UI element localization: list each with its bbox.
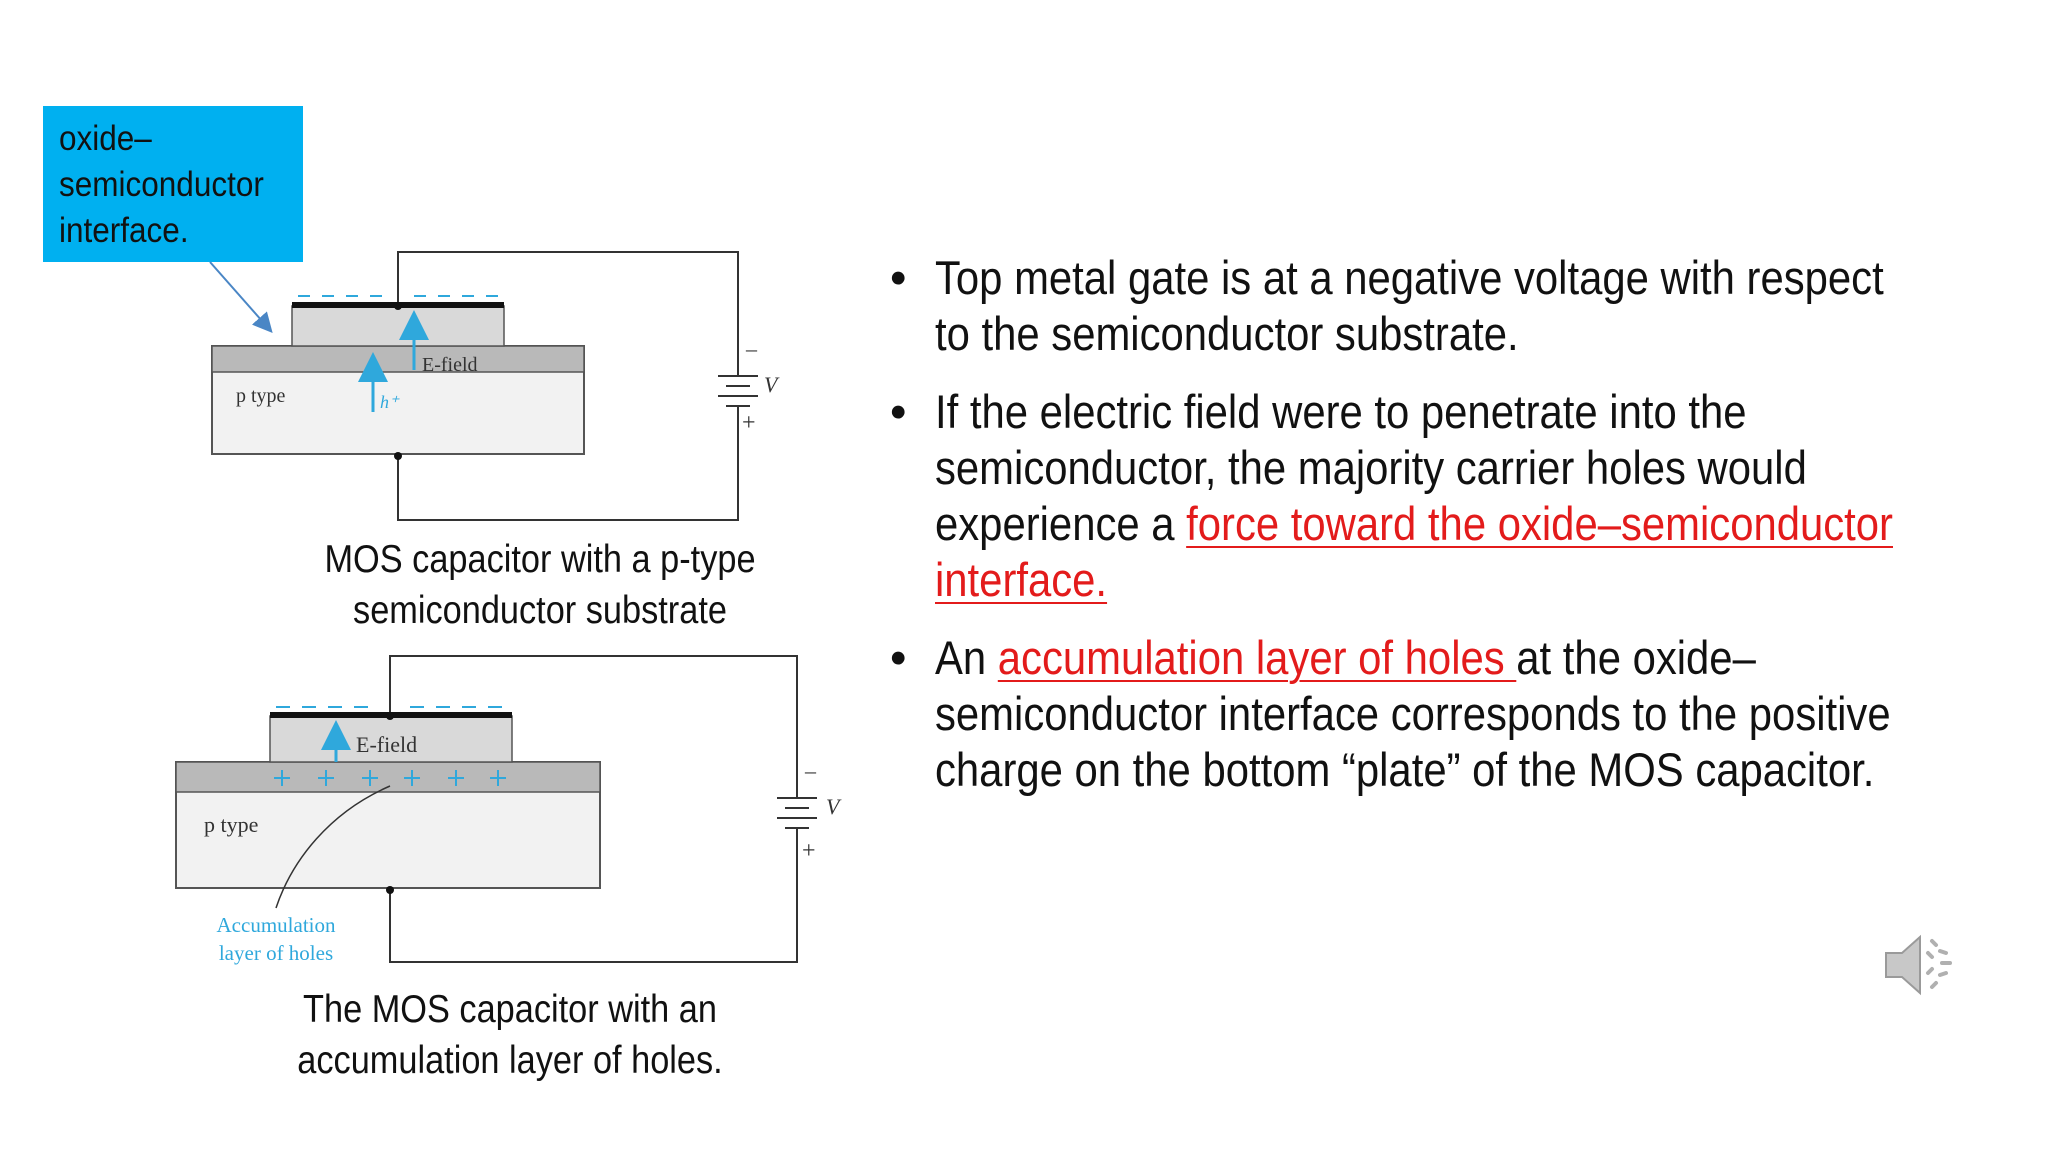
figure-1-caption-line-2: semiconductor substrate: [353, 589, 727, 632]
speaker-icon[interactable]: [1880, 925, 1970, 1005]
fig2-gate: [269, 715, 513, 763]
fig2-accum-leader: [275, 785, 391, 909]
bullet-3-text-start: An: [935, 631, 998, 684]
fig1-voltage-label: V: [764, 372, 780, 397]
bullet-1-text: Top metal gate is at a negative voltage …: [935, 251, 1884, 360]
interface-callout: oxide– semiconductor interface.: [43, 106, 303, 262]
bullet-dot: •: [890, 385, 907, 438]
bullet-3-text-end: at the oxide–semiconductor interface cor…: [935, 631, 1891, 796]
figure-1-caption: MOS capacitor with a p-type semiconducto…: [250, 534, 830, 636]
fig1-battery-minus: –: [745, 336, 758, 361]
bullet-text: An accumulation layer of holes at the ox…: [935, 630, 1901, 798]
fig2-wire-bottom: [389, 842, 798, 963]
fig2-positive-charges: [274, 770, 506, 786]
bullet-dot: •: [890, 631, 907, 684]
bullet-list: • Top metal gate is at a negative voltag…: [890, 250, 2020, 820]
figure-2-caption-line-1: The MOS capacitor with an: [303, 988, 717, 1031]
callout-line-2: semiconductor: [59, 165, 264, 204]
bullet-item: • If the electric field were to penetrat…: [890, 384, 2020, 608]
fig1-region-label: p type: [236, 385, 286, 407]
callout-line-3: interface.: [59, 211, 189, 250]
fig2-battery-icon: [777, 772, 817, 842]
fig1-wire-bottom: [397, 414, 739, 521]
fig2-wire: [389, 655, 798, 772]
bullet-item: • Top metal gate is at a negative voltag…: [890, 250, 2020, 362]
callout-line-1: oxide–: [59, 119, 152, 158]
fig2-efield-label: E-field: [356, 732, 417, 757]
figure-2-caption-line-2: accumulation layer of holes.: [297, 1039, 723, 1082]
fig1-hole-label: h⁺: [380, 392, 400, 412]
fig2-battery-minus: –: [804, 758, 817, 783]
fig2-accum-label-1: Accumulation: [217, 913, 336, 937]
fig2-voltage-label: V: [826, 794, 842, 819]
fig2-region-label: p type: [204, 812, 258, 837]
figure-1-caption-line-1: MOS capacitor with a p-type: [324, 538, 756, 581]
figure-2-caption: The MOS capacitor with an accumulation l…: [220, 984, 800, 1086]
bullet-item: • An accumulation layer of holes at the …: [890, 630, 2020, 798]
fig1-battery-plus: +: [742, 410, 756, 436]
fig2-battery-plus: +: [802, 838, 816, 864]
fig2-accum-label-2: layer of holes: [219, 941, 333, 965]
fig1-battery-icon: [718, 348, 758, 414]
fig1-efield-label: E-field: [422, 354, 478, 376]
bullet-text: If the electric field were to penetrate …: [935, 384, 1901, 608]
bullet-2-text: If the electric field were to penetrate …: [935, 385, 1807, 550]
bullet-dot: •: [890, 251, 907, 304]
fig1-wire: [397, 251, 739, 348]
fig1-gate: [291, 305, 505, 347]
callout-pointer-arrow: [209, 261, 273, 333]
bullet-2-highlight: force toward the oxide–semiconductor int…: [935, 497, 1894, 606]
figure-2-accumulation: – + V E-field p type: [175, 655, 842, 965]
fig1-oxide-layer: [211, 345, 585, 373]
bullet-text: Top metal gate is at a negative voltage …: [935, 250, 1901, 362]
bullet-3-highlight: accumulation layer of holes: [997, 631, 1517, 684]
figure-1-mos-capacitor: – + V E-field h⁺ p type: [211, 251, 780, 521]
